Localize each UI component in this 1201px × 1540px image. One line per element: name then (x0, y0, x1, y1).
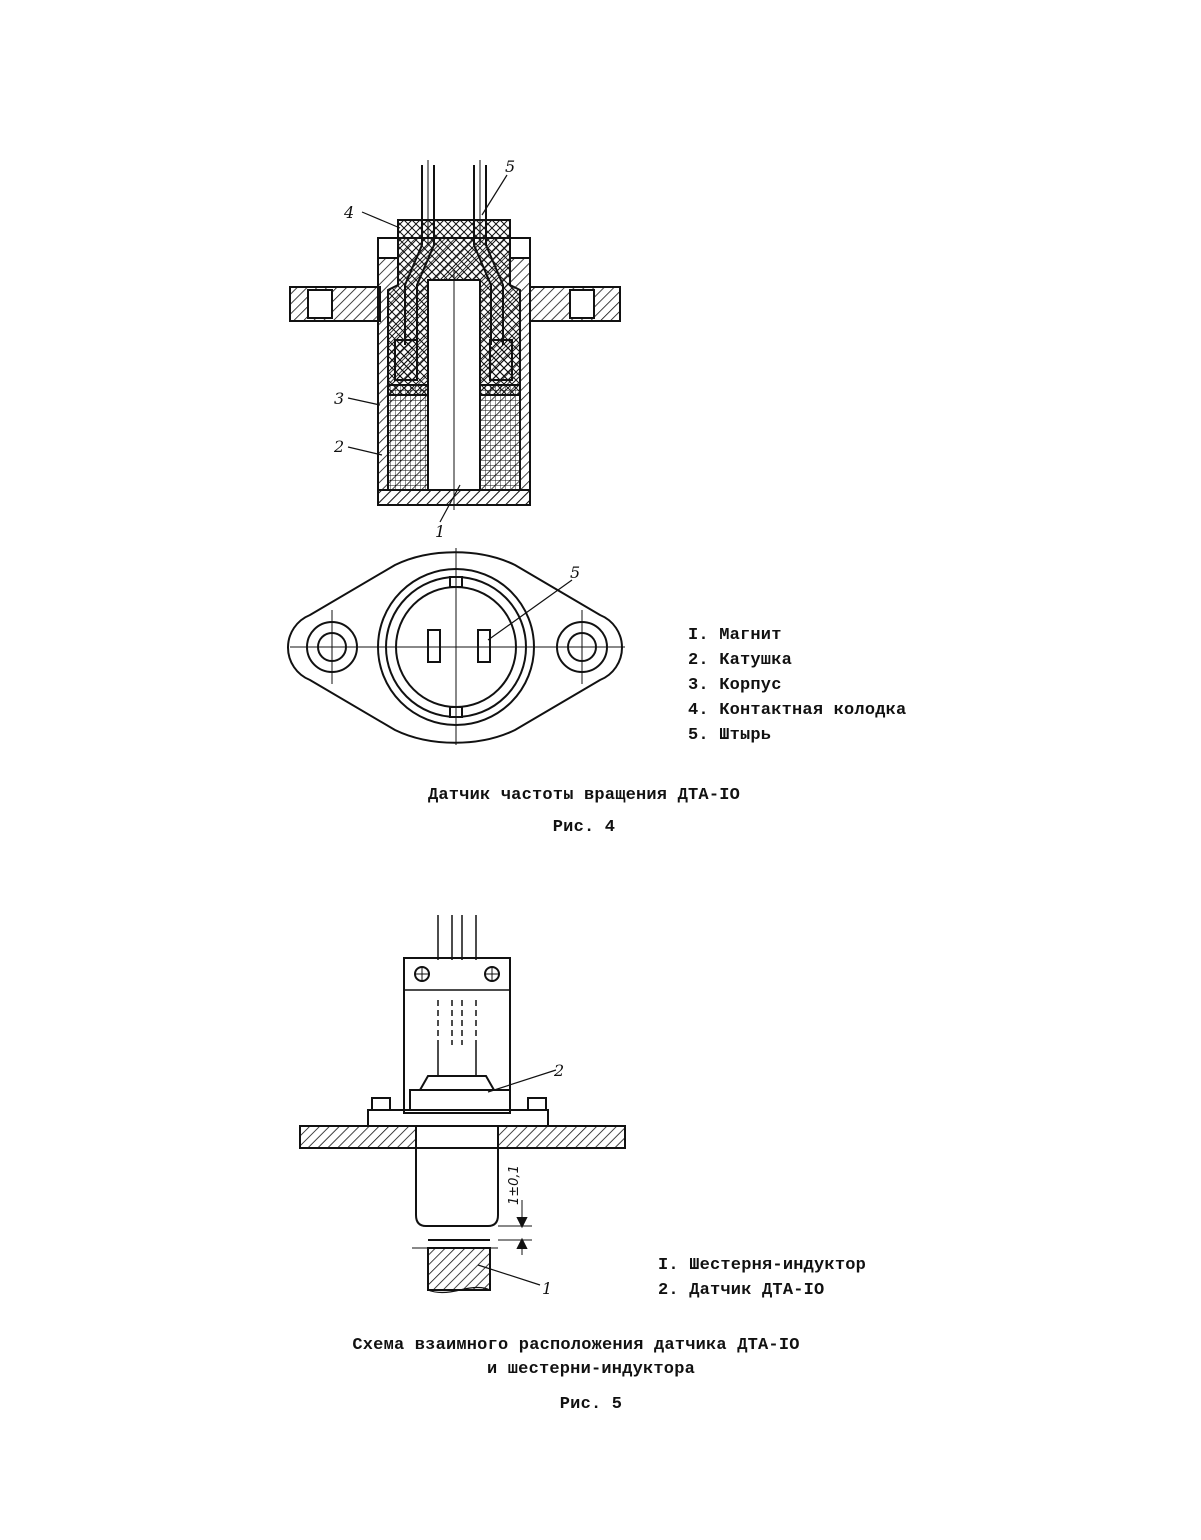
callout-4: 4 (343, 203, 354, 222)
fig5-callout-1: 1 (542, 1279, 552, 1298)
fig5-caption-line1: Схема взаимного расположения датчика ДТА… (352, 1336, 800, 1355)
plan-callout-5: 5 (570, 563, 580, 582)
legend-item-coil: 2. Катушка (688, 651, 793, 670)
callout-3: 3 (334, 389, 344, 408)
fig4-legend: I. Магнит 2. Катушка 3. Корпус 4. Контак… (688, 626, 1008, 756)
fig5-caption-line2: и шестерни-индуктора (486, 1360, 696, 1379)
dimension-gap: 1±0,1 (507, 1165, 522, 1205)
callout-1: 1 (435, 522, 445, 541)
legend-item-sensor: 2. Датчик ДТА-IO (658, 1281, 825, 1300)
legend-item-magnet: I. Магнит (688, 626, 782, 645)
legend-item-housing: 3. Корпус (688, 676, 782, 695)
legend-item-contact-block: 4. Контактная колодка (688, 701, 907, 720)
fig5-legend: I. Шестерня-индуктор 2. Датчик ДТА-IO (658, 1256, 958, 1306)
callout-5: 5 (505, 157, 515, 176)
fig4-plan-view (287, 548, 625, 745)
callout-2: 2 (333, 437, 344, 456)
fig5-callouts: 2 1 1±0,1 (507, 1061, 564, 1298)
fig4-label: Рис. 4 (552, 818, 616, 837)
fig4-caption: Датчик частоты вращения ДТА-IO (427, 786, 741, 805)
fig5-label: Рис. 5 (559, 1395, 623, 1414)
fig4-section-callouts: 4 5 3 2 1 (333, 157, 515, 541)
legend-item-pin: 5. Штырь (688, 726, 772, 745)
legend-item-gear-inductor: I. Шестерня-индуктор (658, 1256, 867, 1275)
fig5-installation-view (299, 915, 626, 1294)
fig4-section-view (289, 160, 621, 523)
fig5-callout-2: 2 (553, 1061, 564, 1080)
